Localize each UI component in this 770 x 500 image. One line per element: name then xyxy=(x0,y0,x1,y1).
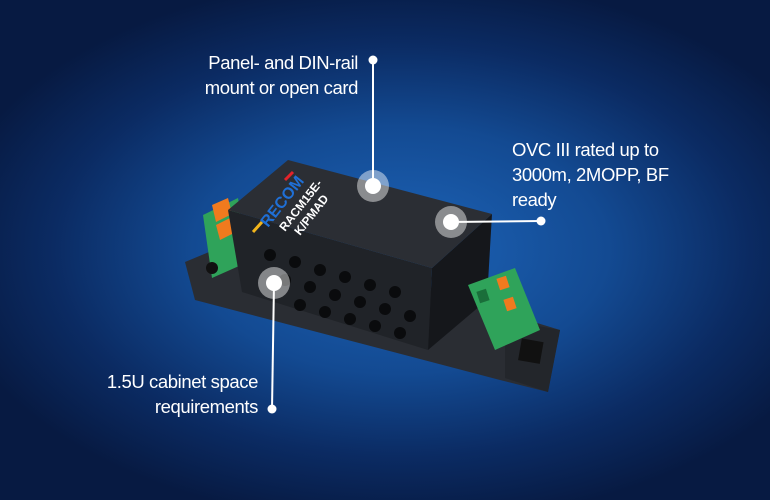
callout-text: 3000m, 2MOPP, BF xyxy=(512,164,669,185)
callout-text: OVC III rated up to xyxy=(512,139,659,160)
callout-rings xyxy=(258,170,467,299)
callout-text: Panel- and DIN-rail xyxy=(208,52,358,73)
callout-mounting: Panel- and DIN-rail mount or open card xyxy=(204,50,359,100)
right-terminal-block xyxy=(468,268,540,350)
housing-top xyxy=(228,160,492,268)
callout-ovc-rating: OVC III rated up to 3000m, 2MOPP, BF rea… xyxy=(512,137,669,212)
vent-holes xyxy=(264,249,416,339)
callout-dots xyxy=(267,55,546,414)
housing-front xyxy=(228,210,432,350)
callout-text: ready xyxy=(512,189,557,210)
callout-text: requirements xyxy=(154,396,259,417)
housing-right xyxy=(428,214,492,350)
callout-lines xyxy=(271,60,542,410)
callout-text: mount or open card xyxy=(204,77,359,98)
callout-text: 1.5U cabinet space xyxy=(106,371,259,392)
callout-cabinet-space: 1.5U cabinet space requirements xyxy=(106,369,259,419)
